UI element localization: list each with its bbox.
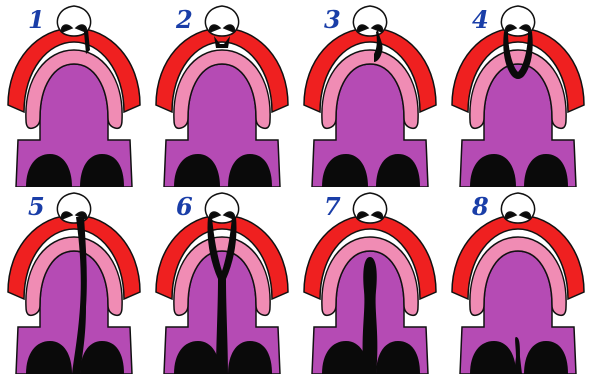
palate-illustration — [296, 187, 444, 374]
palate-illustration — [296, 0, 444, 187]
panel-number: 5 — [28, 195, 45, 219]
cleft-panel-8: 8 — [444, 187, 592, 374]
palate-illustration — [0, 0, 148, 187]
cleft-panel-4: 4 — [444, 0, 592, 187]
palate-illustration — [0, 187, 148, 374]
panel-number: 8 — [472, 195, 489, 219]
panel-number: 7 — [324, 195, 341, 219]
cleft-panel-3: 3 — [296, 0, 444, 187]
palate-illustration — [444, 187, 592, 374]
palate-illustration — [148, 0, 296, 187]
cleft-mark — [363, 257, 378, 374]
palate-illustration — [148, 187, 296, 374]
panel-number: 3 — [324, 8, 341, 32]
panel-number: 4 — [472, 8, 489, 32]
cleft-panel-7: 7 — [296, 187, 444, 374]
palate-illustration — [444, 0, 592, 187]
cleft-panel-6: 6 — [148, 187, 296, 374]
panel-number: 2 — [176, 8, 193, 32]
cleft-panel-5: 5 — [0, 187, 148, 374]
cleft-panel-2: 2 — [148, 0, 296, 187]
panel-number: 1 — [28, 8, 45, 32]
panel-number: 6 — [176, 195, 193, 219]
cleft-panel-1: 1 — [0, 0, 148, 187]
